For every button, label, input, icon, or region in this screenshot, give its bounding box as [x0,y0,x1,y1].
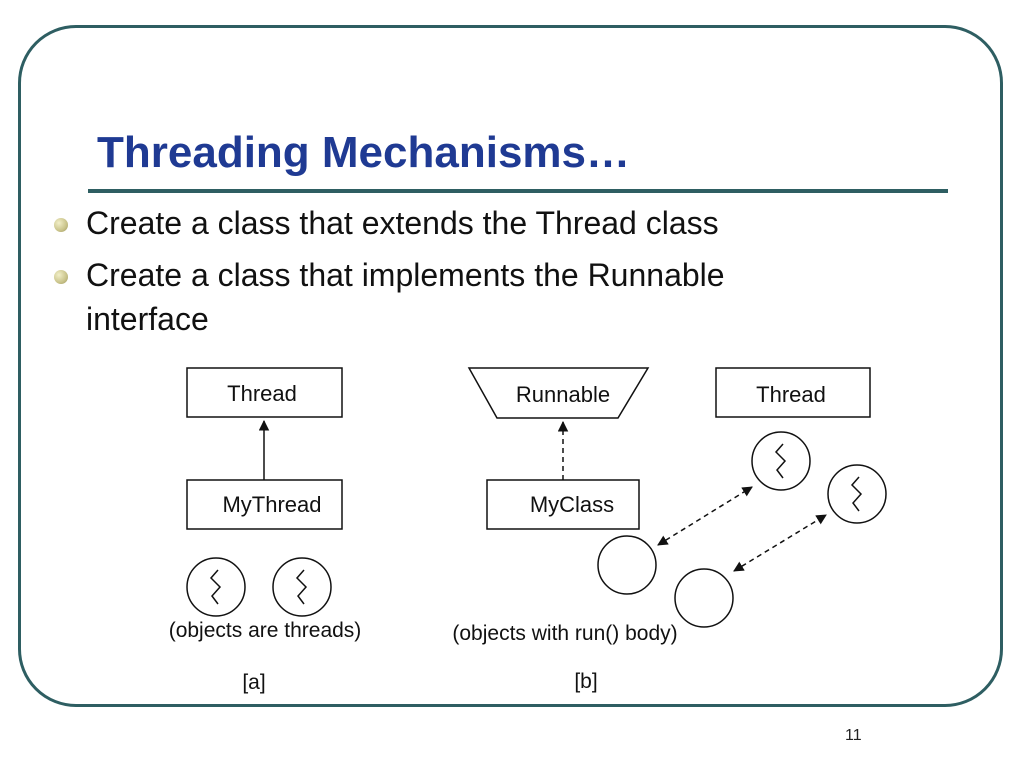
thread-object-icon [186,557,246,617]
bullet-text: Create a class that implements the Runna… [86,257,725,293]
diagram-a-caption: (objects are threads) [169,619,362,642]
thread-class-box [186,367,343,418]
page-number: 11 [845,727,862,744]
bullet-text: Create a class that extends the Thread c… [86,205,719,241]
thread-class-label: Thread [227,381,297,406]
thread-class-box-b [715,367,871,418]
bullet-dot-icon [54,270,68,284]
thread-object-icon [272,557,332,617]
diagram-b: Runnable MyClass Thread (objects with ru… [452,367,887,693]
thread-object-icon [827,464,887,524]
diagram-a: Thread MyThread (objects are threads) [a… [169,367,362,694]
runnable-interface-shape [467,367,650,419]
bullet-dot-icon [54,218,68,232]
association-arrow [657,486,753,546]
object-circle-icon [597,535,657,595]
diagram-a-tag: [a] [242,671,265,694]
title-underline [88,189,948,193]
runnable-interface-label: Runnable [516,382,610,407]
slide-frame [18,25,1003,707]
association-arrow [733,514,827,572]
mythread-class-box [186,479,343,530]
diagram-b-caption: (objects with run() body) [452,622,677,645]
slide-title: Threading Mechanisms… [97,128,631,177]
myclass-class-label: MyClass [530,492,614,517]
thread-object-icon [751,431,811,491]
myclass-class-box [486,479,640,530]
object-circle-icon [674,568,734,628]
bullet-text-continuation: interface [86,301,209,337]
thread-class-label-b: Thread [756,382,826,407]
diagram-b-tag: [b] [574,670,597,693]
mythread-class-label: MyThread [222,492,321,517]
